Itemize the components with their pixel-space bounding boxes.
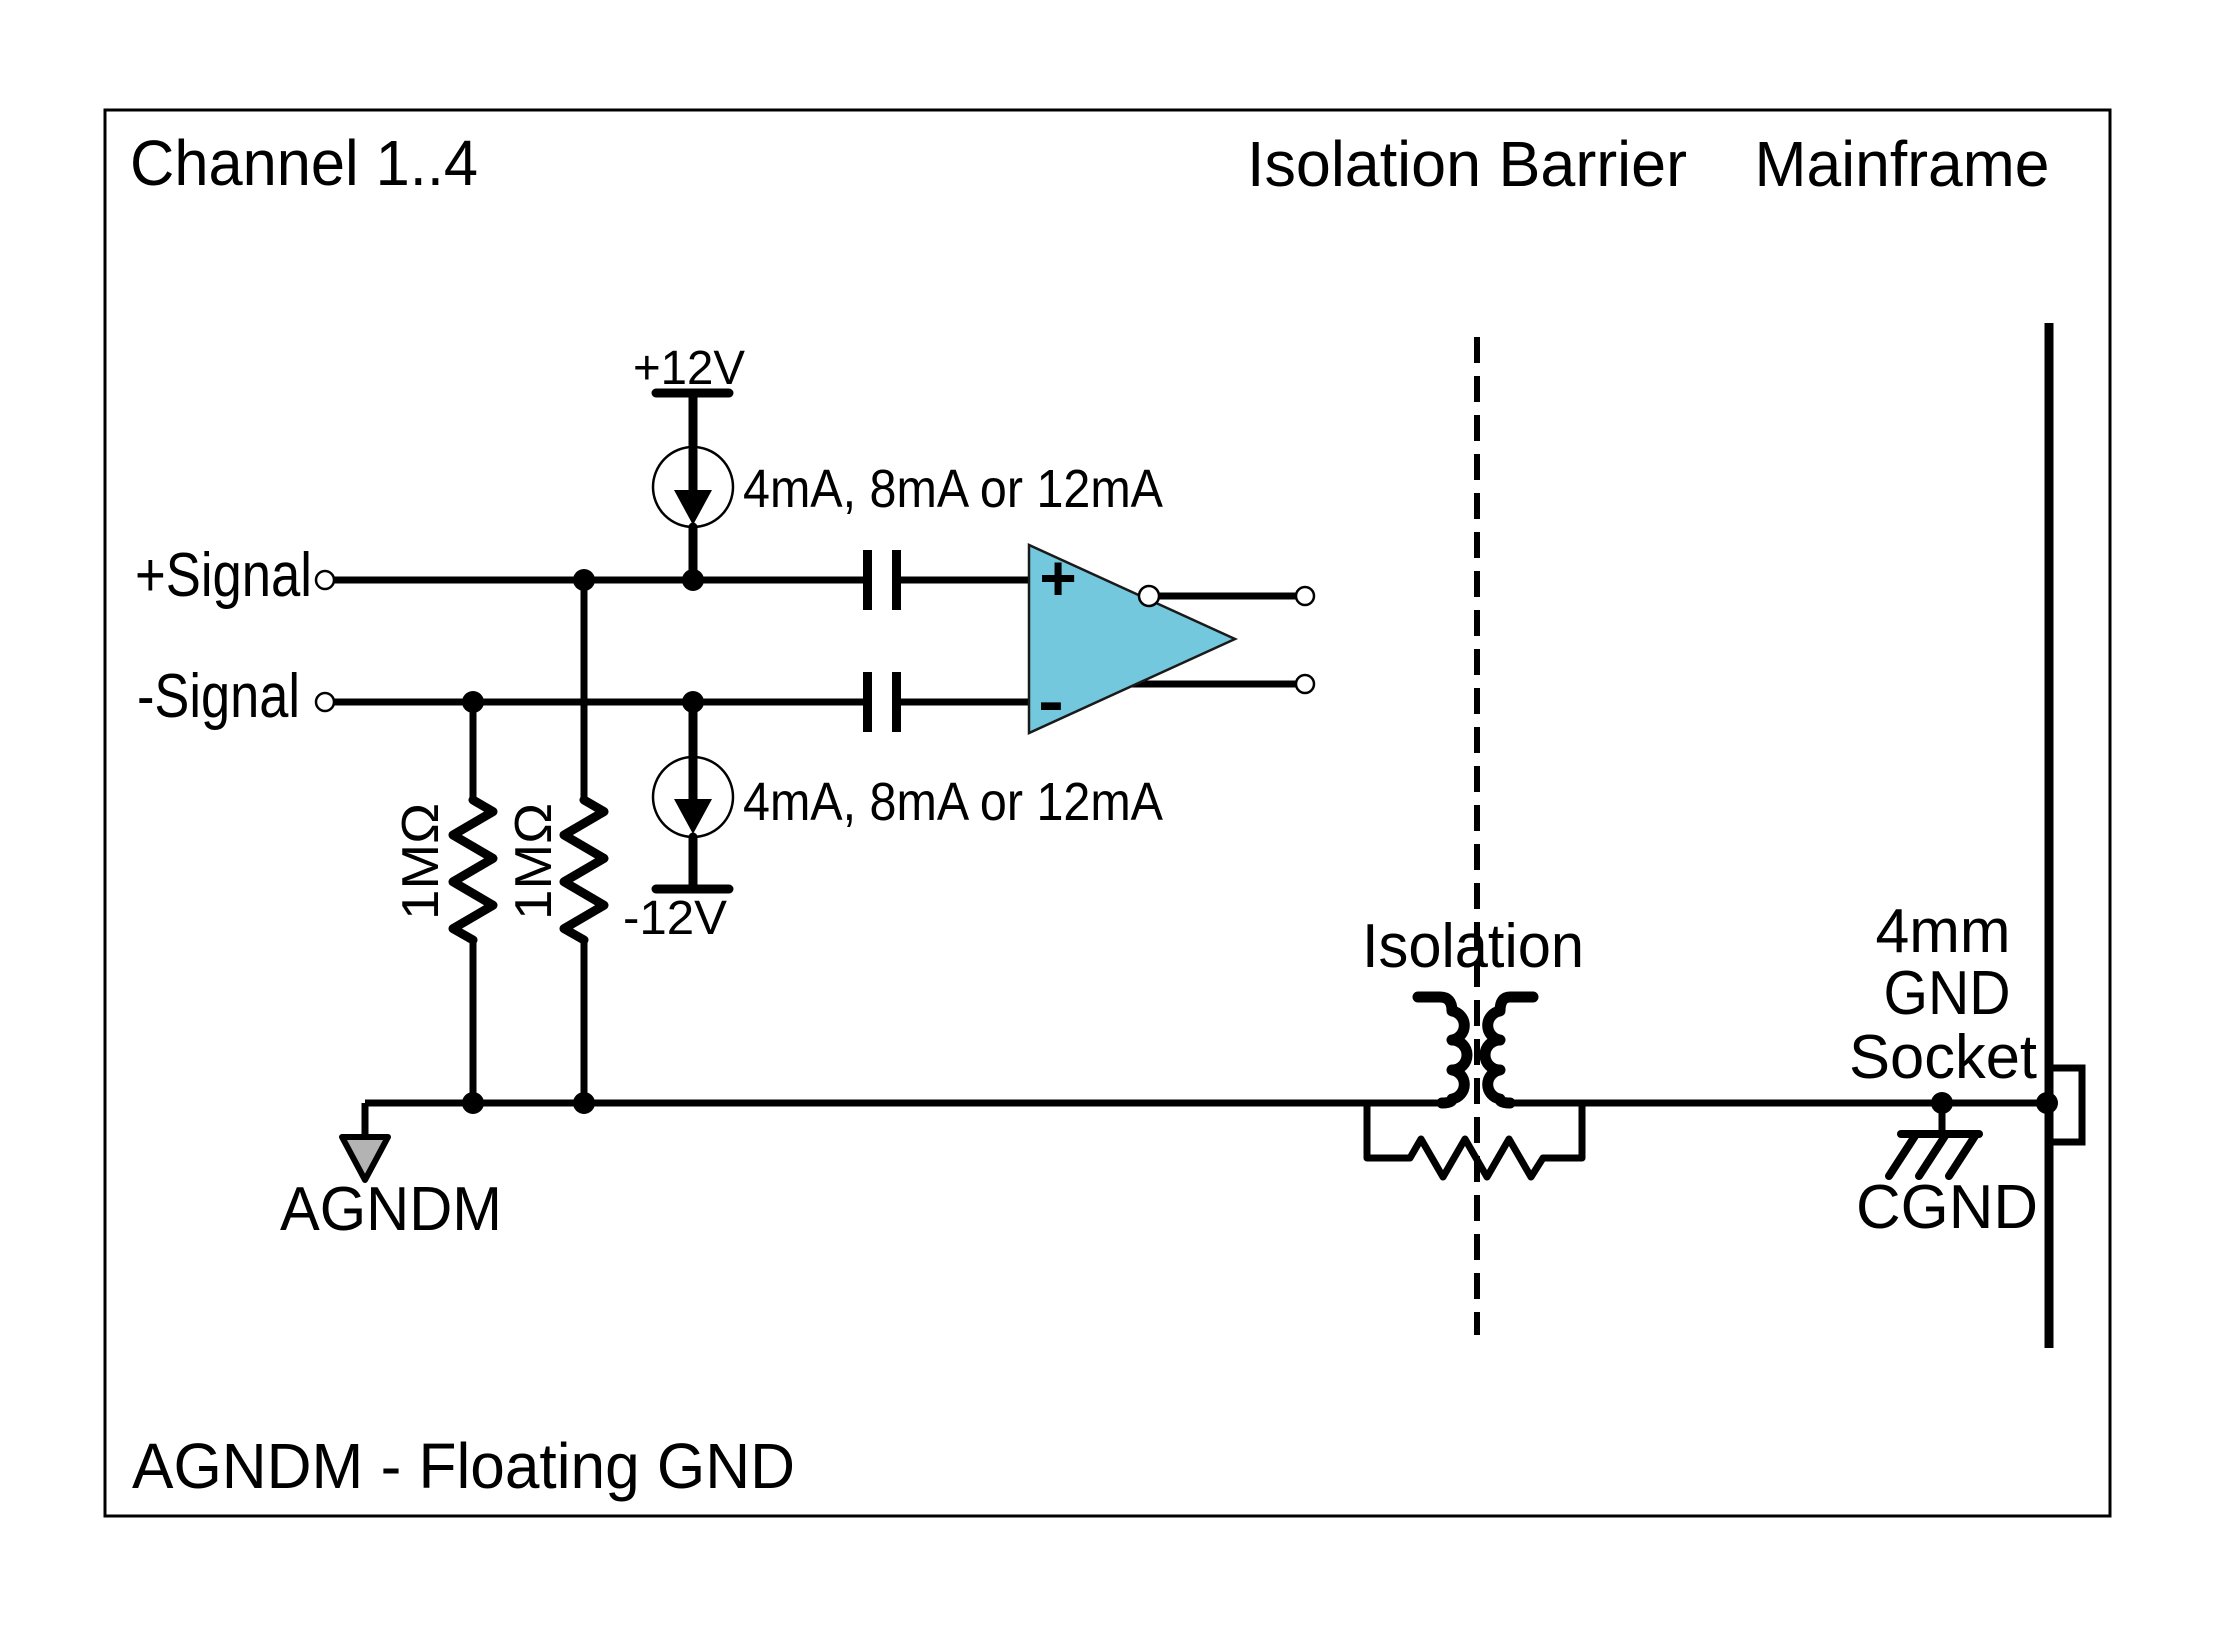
current-source-bottom-label: 4mA, 8mA or 12mA (743, 772, 1163, 832)
lower-output-terminal (1294, 673, 1316, 695)
gnd-socket-bracket (2051, 1064, 2086, 1146)
gnd-socket-label-line2: GND (1884, 959, 2011, 1028)
agndm-label: AGNDM (280, 1175, 502, 1244)
junction-dot (573, 569, 595, 591)
page-title: Channel 1..4 (130, 127, 478, 199)
opamp-inverting-marker: - (1038, 665, 1064, 737)
barrier-bridge-resistor (1363, 1103, 1586, 1181)
gnd-socket-label-line3: Socket (1849, 1023, 2037, 1092)
capacitor-top-right-plate (892, 550, 901, 610)
plus-signal-terminal (314, 569, 336, 591)
transformer-secondary-winding (1479, 991, 1539, 1109)
capacitor-bottom-right-plate (892, 672, 901, 732)
cgnd-label: CGND (1856, 1173, 2038, 1242)
junction-dot (1931, 1092, 1953, 1114)
minus-signal-terminal (314, 691, 336, 713)
resistor-1-zigzag (448, 795, 498, 945)
current-source-top-arrowhead (674, 490, 712, 525)
cgnd-hatch-3 (1945, 1132, 1979, 1180)
upper-output-terminal (1294, 585, 1316, 607)
minus-signal-label: -Signal (137, 662, 300, 731)
junction-dot (682, 569, 704, 591)
opamp-noninverting-marker: + (1039, 542, 1076, 614)
capacitor-top-left-plate (863, 550, 872, 610)
junction-dot (462, 1092, 484, 1114)
junction-dot (682, 691, 704, 713)
minus-12v-label: -12V (623, 892, 727, 945)
gnd-socket-label-line1: 4mm (1876, 897, 2011, 966)
capacitor-bottom-left-plate (863, 672, 872, 732)
junction-dot (573, 1092, 595, 1114)
resistor-1-value: 1MΩ (392, 803, 450, 920)
diagram-frame (103, 108, 2112, 1518)
resistor-2-zigzag (559, 795, 609, 945)
cgnd-hatch-1 (1885, 1132, 1919, 1180)
opamp-output-bubble (1137, 584, 1161, 608)
plus-signal-label: +Signal (135, 541, 312, 610)
junction-dot (462, 691, 484, 713)
resistor-2-value: 1MΩ (505, 803, 563, 920)
transformer-primary-winding (1412, 991, 1473, 1109)
opamp-triangle (1027, 543, 1239, 735)
footer-note: AGNDM - Floating GND (132, 1430, 795, 1502)
junction-dot (2036, 1092, 2058, 1114)
agndm-ground-arrow (339, 1134, 391, 1183)
isolation-barrier-label: Isolation Barrier (1247, 128, 1687, 200)
mainframe-label: Mainframe (1755, 128, 2050, 200)
isolation-transformer-label: Isolation (1362, 912, 1584, 981)
current-source-bottom-arrowhead (674, 799, 712, 834)
cgnd-hatch-2 (1915, 1132, 1949, 1180)
plus-12v-label: +12V (633, 342, 745, 395)
current-source-top-label: 4mA, 8mA or 12mA (743, 459, 1163, 519)
